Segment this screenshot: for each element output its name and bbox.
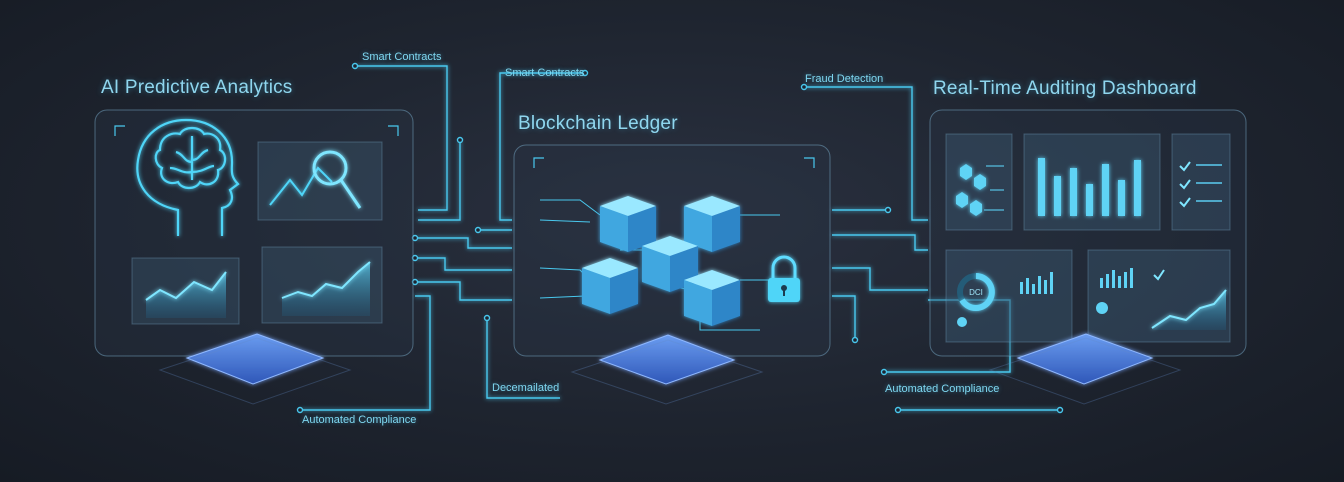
dashboard-section-title: Real-Time Auditing Dashboard — [933, 78, 1197, 99]
dash-card-donut: DCI — [945, 249, 1073, 343]
ai-corner-marks — [114, 125, 399, 136]
callout-automated-compliance-2: Automated Compliance — [885, 383, 1000, 395]
checkbox-icon — [1179, 161, 1191, 208]
brain-head-icon — [136, 118, 240, 236]
donut-value: DCI — [969, 288, 983, 297]
callout-smart-contracts-2: Smart Contracts — [505, 67, 585, 79]
magnifier-icon — [312, 150, 362, 209]
magnifier-chart-card — [257, 141, 383, 221]
ai-area-chart — [261, 246, 383, 324]
dash-card-area-chart — [1087, 249, 1231, 343]
dash-card-checklist — [1171, 133, 1231, 231]
dash-card-bar-chart — [1023, 133, 1161, 231]
block-5 — [684, 270, 740, 326]
blockchain-platform — [570, 334, 764, 405]
dashboard-platform — [988, 333, 1182, 405]
block-1 — [600, 196, 656, 252]
blockchain-corner-marks — [533, 157, 815, 168]
ledger-blocks — [582, 196, 740, 326]
callout-fraud-detection: Fraud Detection — [805, 73, 884, 85]
block-4 — [582, 258, 638, 314]
blockchain-section-title: Blockchain Ledger — [518, 113, 678, 134]
callout-smart-contracts-1: Smart Contracts — [362, 51, 442, 63]
callout-decentralized: Decemailated — [492, 382, 560, 394]
callout-automated-compliance-1: Automated Compliance — [302, 414, 417, 426]
dash-card-hexagons — [945, 133, 1013, 231]
ai-section-title: AI Predictive Analytics — [101, 77, 293, 98]
ai-line-chart — [131, 257, 240, 325]
connector-lines — [300, 65, 1060, 411]
padlock-icon — [768, 255, 800, 302]
ai-platform — [158, 333, 352, 405]
connector-nodes — [296, 62, 1064, 414]
block-2 — [684, 196, 740, 252]
